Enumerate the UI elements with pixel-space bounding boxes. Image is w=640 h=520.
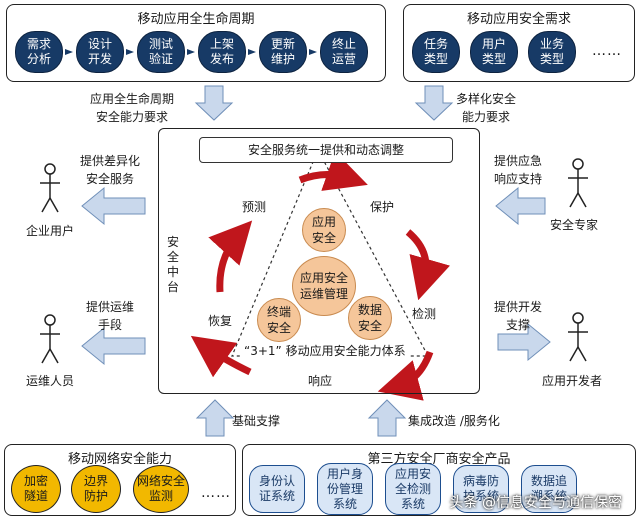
- net-boundary-protection: 边界 防护: [71, 465, 121, 513]
- stage-design-development: 设计 开发: [76, 31, 124, 73]
- platform-header-text: 安全服务统一提供和动态调整: [247, 143, 404, 157]
- stage-label: 终止 运营: [331, 37, 356, 66]
- security-expert-figure: [568, 158, 588, 208]
- label-ops-means: 提供运维 手段: [86, 300, 135, 332]
- cycle-arc-left: [208, 220, 253, 293]
- need-business-type: 业务 类型: [528, 31, 576, 73]
- stage-test-verify: 测试 验证: [137, 31, 185, 73]
- capability-app-security: 应用 安全: [302, 208, 346, 252]
- actor-enterprise-user: 企业用户: [26, 224, 75, 238]
- need-more: ……: [592, 43, 622, 59]
- label-development-support: 提供开发 支撑: [494, 300, 543, 332]
- actor-security-expert: 安全专家: [550, 218, 599, 232]
- circle-label: 终端 安全: [266, 305, 291, 335]
- cycle-arc-right: [405, 229, 450, 301]
- label-basic-support: 基础支撑: [232, 414, 281, 428]
- arrow-up-right: [367, 399, 407, 437]
- arrow-left-ops: [81, 326, 146, 366]
- net-label: 网络安全 监测: [136, 474, 185, 503]
- enterprise-user-figure: [40, 163, 60, 213]
- capability-data-security: 数据 安全: [348, 296, 392, 340]
- ops-staff-figure: [40, 314, 60, 364]
- product-label: 身份认 证系统: [258, 474, 295, 503]
- platform-side-label: 安 全 中 台: [167, 235, 180, 294]
- stage-label: 更新 维护: [270, 37, 295, 66]
- vendor-products-title: 第三方安全厂商安全产品: [367, 452, 511, 467]
- cycle-arc-top: [298, 151, 368, 191]
- label-integration: 集成改造 /服务化: [408, 414, 500, 428]
- cycle-arc-bottom-left: [190, 335, 252, 378]
- need-task-type: 任务 类型: [412, 31, 460, 73]
- arrow-right-developer: [497, 322, 551, 362]
- source-watermark: 头条 @信息安全与通信保密: [449, 495, 622, 511]
- need-label: 用户 类型: [481, 37, 506, 66]
- label-diverse-requirement: 多样化安全 能力要求: [456, 92, 517, 124]
- stage-terminate: 终止 运营: [320, 31, 368, 73]
- lifecycle-title: 移动应用全生命周期: [137, 12, 255, 27]
- product-label: 数据追 溯系统: [530, 474, 567, 503]
- label-lifecycle-requirement: 应用全生命周期 安全能力要求: [90, 92, 175, 124]
- actor-developer: 应用开发者: [542, 374, 603, 388]
- cycle-detect: 检测: [412, 307, 437, 321]
- need-label: 业务 类型: [539, 37, 564, 66]
- arrow-down-left: [194, 85, 234, 121]
- stage-publish: 上架 发布: [198, 31, 246, 73]
- stage-label: 测试 验证: [148, 37, 173, 66]
- network-security-title: 移动网络安全能力: [67, 452, 172, 467]
- security-needs-panel: 移动应用安全需求 任务 类型 用户 类型 业务 类型 ……: [403, 4, 635, 82]
- cycle-protect: 保护: [370, 200, 395, 214]
- platform-header: 安全服务统一提供和动态调整: [199, 137, 453, 163]
- vendor-products-panel: 第三方安全厂商安全产品 身份认 证系统 用户身 份管理 系统 应用安 全检测 系…: [242, 444, 636, 516]
- label-differentiated-service: 提供差异化 安全服务: [80, 154, 141, 186]
- circle-label: 应用 安全: [311, 215, 336, 245]
- arrow-down-right: [414, 85, 454, 121]
- capability-core-ops: 应用安全 运维管理: [292, 256, 356, 316]
- product-antivirus: 病毒防 护系统: [453, 465, 509, 513]
- net-encrypted-tunnel: 加密 隧道: [11, 465, 61, 513]
- stage-label: 设计 开发: [87, 37, 112, 66]
- product-data-traceability: 数据追 溯系统: [521, 465, 577, 513]
- developer-figure: [568, 312, 588, 362]
- net-security-monitor: 网络安全 监测: [133, 465, 189, 513]
- stage-label: 需求 分析: [26, 37, 51, 66]
- actor-ops-staff: 运维人员: [26, 374, 75, 388]
- network-security-panel: 移动网络安全能力 加密 隧道 边界 防护 网络安全 监测 ……: [4, 444, 236, 516]
- lifecycle-panel: 移动应用全生命周期 需求 分析 设计 开发 测试 验证 上架 发布 更新 维护 …: [6, 4, 386, 82]
- product-label: 用户身 份管理 系统: [326, 466, 363, 511]
- arrow-left-expert: [495, 186, 546, 226]
- need-user-type: 用户 类型: [470, 31, 518, 73]
- net-more: ……: [201, 485, 231, 501]
- net-label: 加密 隧道: [23, 474, 48, 503]
- circle-label: 数据 安全: [357, 303, 382, 333]
- arrow-left-enterprise: [81, 186, 146, 226]
- net-label: 边界 防护: [83, 474, 108, 503]
- cycle-predict: 预测: [242, 200, 267, 214]
- cycle-respond: 响应: [308, 374, 333, 388]
- stage-requirement-analysis: 需求 分析: [15, 31, 63, 73]
- security-platform-panel: 安全服务统一提供和动态调整 安 全 中 台: [158, 128, 480, 394]
- product-identity-auth: 身份认 证系统: [249, 465, 305, 513]
- product-label: 病毒防 护系统: [462, 474, 499, 503]
- label-emergency-response: 提供应急 响应支持: [494, 154, 543, 186]
- triangle-caption: “3+1” 移动应用安全能力体系: [242, 342, 408, 360]
- product-app-security-test: 应用安 全检测 系统: [385, 463, 441, 515]
- circle-label: 应用安全 运维管理: [299, 271, 348, 301]
- stage-update-maintain: 更新 维护: [259, 31, 307, 73]
- capability-triangle: [231, 148, 430, 357]
- product-identity-management: 用户身 份管理 系统: [317, 463, 373, 515]
- cycle-recover: 恢复: [208, 314, 233, 328]
- arrow-up-left: [195, 399, 235, 437]
- product-label: 应用安 全检测 系统: [394, 466, 431, 511]
- capability-terminal-security: 终端 安全: [257, 298, 301, 342]
- security-needs-title: 移动应用安全需求: [466, 12, 571, 27]
- stage-label: 上架 发布: [209, 37, 234, 66]
- need-label: 任务 类型: [423, 37, 448, 66]
- cycle-arc-bottom-right: [377, 350, 434, 401]
